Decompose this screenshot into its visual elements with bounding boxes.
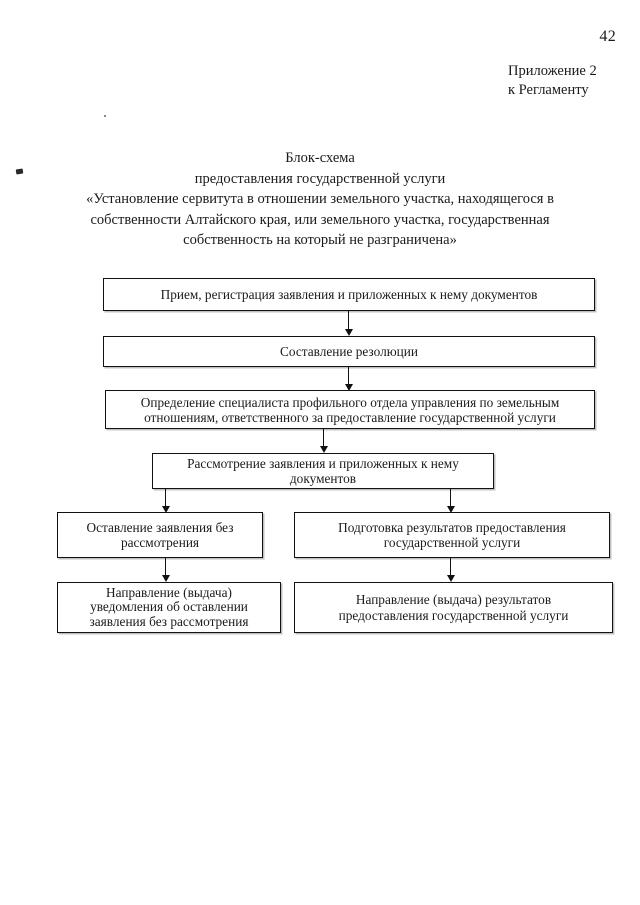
flow-node-prepare-results-line-1: Подготовка результатов предоставления (338, 519, 566, 535)
arrowhead-4-to-5a (161, 506, 170, 513)
flow-node-send-notification-line-1: Направление (выдача) (106, 584, 232, 600)
flow-node-assign-specialist-line-1: Определение специалиста профильного отде… (140, 394, 560, 410)
title-line-1: Блок-схема (285, 150, 355, 166)
flow-node-prepare-results-line-2: государственной услуги (383, 535, 521, 550)
title-line-5: собственность на который не разграничена… (183, 232, 457, 248)
flow-node-assign-specialist-line-2: отношениям, ответственного за предоставл… (144, 409, 556, 425)
flow-node-leave-without-review-line-1: Оставление заявления без (86, 519, 234, 535)
connector-4-to-5b (450, 489, 452, 511)
appendix-reference: Приложение 2 к Регламенту (508, 62, 597, 100)
flow-node-send-notification: Направление (выдача) уведомления об оста… (57, 582, 281, 633)
flow-node-resolution-line-1: Составление резолюции (279, 343, 418, 359)
appendix-line-2: к Регламенту (508, 82, 589, 98)
flow-node-resolution: Составление резолюции (103, 336, 595, 367)
flow-node-review-application-line-2: документов (289, 471, 357, 486)
arrowhead-1-to-2 (344, 329, 353, 336)
scan-artifact-mark (15, 168, 24, 175)
flow-node-send-results-line-2: предоставления государственной услуги (338, 607, 569, 623)
title-line-3: «Установление сервитута в отношении земе… (86, 191, 554, 207)
title-line-4: собственности Алтайского края, или земел… (90, 211, 550, 228)
arrowhead-5a-to-6a (161, 575, 170, 582)
flow-node-send-results-line-1: Направление (выдача) результатов (355, 592, 552, 607)
connector-3-to-4 (323, 429, 325, 451)
page-number: 42 (599, 28, 616, 45)
flow-node-send-notification-line-2: уведомления об оставлении (90, 599, 248, 615)
flow-node-leave-without-review: Оставление заявления без рассмотрения (57, 512, 263, 558)
appendix-line-1: Приложение 2 (508, 63, 597, 79)
connector-2-to-3 (348, 367, 350, 389)
connector-1-to-2 (348, 311, 350, 334)
arrowhead-4-to-5b (446, 506, 455, 513)
arrowhead-5b-to-6b (446, 575, 455, 582)
arrowhead-2-to-3 (344, 384, 353, 391)
scan-artifact-dot (104, 115, 106, 117)
connector-5a-to-6a (165, 558, 167, 580)
flow-node-intake: Прием, регистрация заявления и приложенн… (103, 278, 595, 311)
flow-node-leave-without-review-line-2: рассмотрения (120, 535, 200, 550)
flow-node-send-notification-line-3: заявления без рассмотрения (89, 613, 249, 629)
flow-node-assign-specialist: Определение специалиста профильного отде… (105, 390, 595, 429)
title-line-2: предоставления государственной услуги (194, 170, 446, 187)
flow-node-review-application-line-1: Рассмотрение заявления и приложенных к н… (187, 455, 459, 471)
connector-5b-to-6b (450, 558, 452, 580)
flow-node-intake-line-1: Прием, регистрация заявления и приложенн… (160, 286, 538, 302)
arrowhead-3-to-4 (319, 446, 328, 453)
flow-node-review-application: Рассмотрение заявления и приложенных к н… (152, 453, 494, 489)
flow-node-prepare-results: Подготовка результатов предоставления го… (294, 512, 610, 558)
flow-node-send-results: Направление (выдача) результатов предост… (294, 582, 613, 633)
document-title: Блок-схема предоставления государственно… (40, 148, 600, 251)
connector-4-to-5a (165, 489, 167, 511)
